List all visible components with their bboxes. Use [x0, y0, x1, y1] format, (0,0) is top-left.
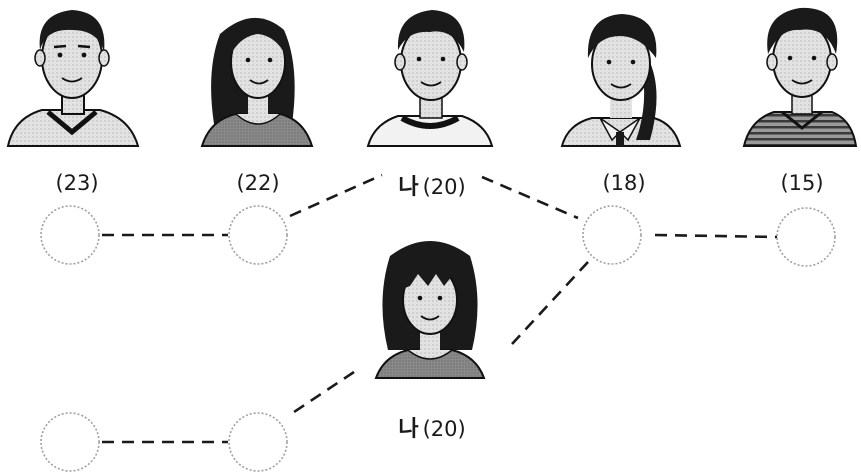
connector-line: [289, 173, 383, 218]
answer-circle[interactable]: [776, 207, 836, 267]
me-name: 나: [398, 417, 419, 442]
connector-line: [511, 261, 589, 345]
boy-tshirt-portrait-icon: [366, 10, 494, 147]
age-value: (22): [236, 171, 280, 195]
age-value: (20): [422, 175, 466, 199]
man-sweater-portrait-icon: [6, 10, 140, 147]
connector-line: [287, 370, 355, 418]
answer-circle[interactable]: [40, 412, 100, 472]
girl-ponytail-portrait-icon: [560, 14, 682, 147]
age-label-1: (23): [55, 171, 98, 195]
connector-line: [654, 233, 779, 239]
me-name: 나: [398, 175, 419, 200]
me-label-bottom: 나(20): [398, 411, 465, 443]
age-value: (20): [422, 417, 466, 441]
age-value: (15): [780, 171, 824, 195]
answer-circle[interactable]: [582, 205, 642, 265]
boy-striped-shirt-portrait-icon: [742, 7, 858, 147]
answer-circle[interactable]: [40, 205, 100, 265]
age-label-2: (22): [236, 171, 279, 195]
connector-line: [481, 175, 579, 220]
me-label-top: 나(20): [398, 169, 465, 201]
age-label-5: (15): [780, 171, 823, 195]
girl-bangs-portrait-icon: [374, 241, 486, 379]
age-value: (18): [602, 171, 646, 195]
answer-circle[interactable]: [228, 412, 288, 472]
age-value: (23): [55, 171, 99, 195]
woman-long-hair-portrait-icon: [200, 17, 314, 147]
answer-circle[interactable]: [228, 205, 288, 265]
age-label-4: (18): [602, 171, 645, 195]
